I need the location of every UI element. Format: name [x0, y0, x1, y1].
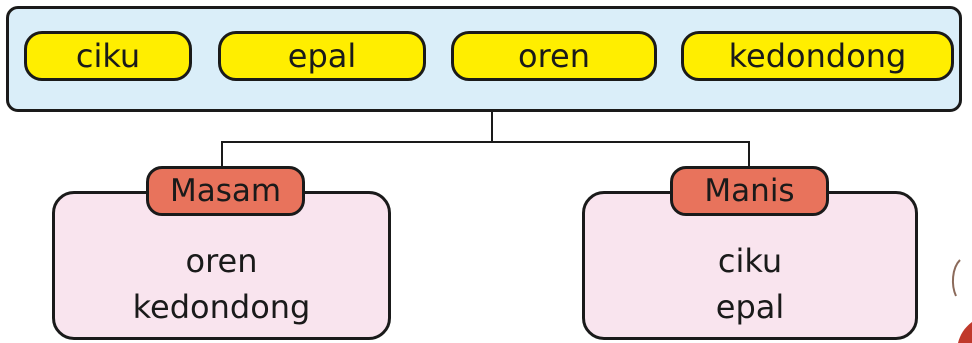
connector-branch — [221, 141, 750, 168]
fruit-label-oren: oren — [451, 31, 657, 81]
group-item: epal — [715, 288, 785, 326]
decorative-corner-figure — [958, 322, 972, 343]
group-list-masam: oren kedondong — [52, 238, 391, 330]
fruit-label-kedondong: kedondong — [681, 31, 954, 81]
fruit-label-ciku: ciku — [24, 31, 192, 81]
group-item: kedondong — [132, 288, 311, 326]
group-label-manis: Manis — [670, 166, 829, 216]
group-label-masam: Masam — [146, 166, 305, 216]
group-item: oren — [185, 242, 258, 280]
group-item: ciku — [717, 242, 783, 280]
group-list-manis: ciku epal — [582, 238, 918, 330]
decorative-figure-edge — [951, 259, 961, 297]
fruit-label-epal: epal — [218, 31, 426, 81]
